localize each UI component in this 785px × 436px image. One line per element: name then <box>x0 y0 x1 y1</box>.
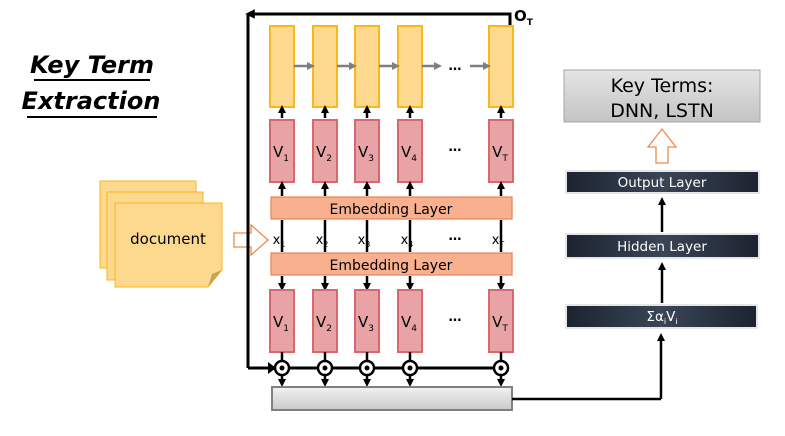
input-token-label: x3 <box>358 233 371 249</box>
input-arrow-icon <box>233 223 269 257</box>
output-arrow-icon <box>646 127 678 164</box>
attention-weights-bar <box>271 386 513 411</box>
lstn-column: V4x4V4α4 <box>397 25 423 408</box>
document-page-curl <box>208 270 222 287</box>
ellipsis: … <box>449 59 462 74</box>
ellipsis: … <box>449 229 462 244</box>
hidden-state-bottom-cell <box>397 289 423 353</box>
hidden-state-top-label: V2 <box>316 143 332 164</box>
hidden-layer-label: Hidden Layer <box>617 239 707 255</box>
lstm-top-cell <box>354 25 380 108</box>
title-line1: Key Term <box>30 51 154 79</box>
dot-product-icon-center <box>364 365 370 371</box>
key-terms-values: DNN, LSTN <box>610 100 714 122</box>
embedding-layer-bottom <box>270 252 513 276</box>
output-layer-box <box>565 170 760 194</box>
input-token-label: x2 <box>316 233 329 249</box>
dot-product-icon-center <box>498 365 504 371</box>
weighted-sum-label: ΣαiVi <box>646 309 677 326</box>
hidden-state-bottom-label: VT <box>492 313 508 334</box>
embedding-layer-top <box>270 196 513 220</box>
feedback-line-top <box>245 9 512 26</box>
dot-product-icon-center <box>322 365 328 371</box>
hidden-state-top-cell <box>354 119 380 183</box>
document-stack: document <box>99 180 223 288</box>
dot-product-icon-center <box>279 365 285 371</box>
hidden-state-top-cell <box>269 119 295 183</box>
hidden-state-bottom-cell <box>312 289 338 353</box>
weighted-sum-box <box>565 304 758 329</box>
hidden-state-top-label: VT <box>492 143 508 164</box>
dot-product-icon-center <box>407 365 413 371</box>
hidden-state-top-label: V4 <box>401 143 417 164</box>
hidden-state-top-label: V1 <box>273 143 289 164</box>
lstm-top-cell <box>488 25 514 108</box>
lstn-column: V3x3V3α3 <box>354 25 380 408</box>
hidden-layer-box <box>565 233 760 259</box>
hidden-state-bottom-label: V1 <box>273 313 289 334</box>
hidden-state-bottom-label: V3 <box>358 313 374 334</box>
embedding-layer-bottom-label: Embedding Layer <box>330 258 453 274</box>
embedding-layer-top-label: Embedding Layer <box>330 202 453 218</box>
hidden-state-bottom-label: V4 <box>401 313 417 334</box>
lstm-top-cell <box>312 25 338 108</box>
output-layer-label: Output Layer <box>618 175 707 191</box>
input-token-label: xT <box>492 233 505 249</box>
lstn-column: V1x1V1α1 <box>269 25 311 408</box>
title: Key Term Extraction <box>22 51 161 118</box>
attention-line-arrowhead <box>268 362 276 374</box>
hidden-state-top-cell <box>312 119 338 183</box>
lstm-top-cell <box>269 25 295 108</box>
ellipsis: … <box>449 310 462 325</box>
input-token-label: x4 <box>401 233 414 249</box>
key-terms-title: Key Terms: <box>611 75 714 97</box>
ellipsis: … <box>449 140 462 155</box>
hidden-state-bottom-label: V2 <box>316 313 332 334</box>
hidden-state-top-cell <box>397 119 423 183</box>
key-terms-box <box>563 69 761 123</box>
hidden-state-bottom-cell <box>269 289 295 353</box>
hidden-state-top-cell <box>488 119 514 183</box>
lstm-top-cell <box>397 25 423 108</box>
top-output-label: OT <box>514 7 534 28</box>
document-label: document <box>130 230 206 248</box>
input-token-label: x1 <box>273 233 286 249</box>
hidden-state-top-label: V3 <box>358 143 374 164</box>
title-line2: Extraction <box>22 87 161 115</box>
